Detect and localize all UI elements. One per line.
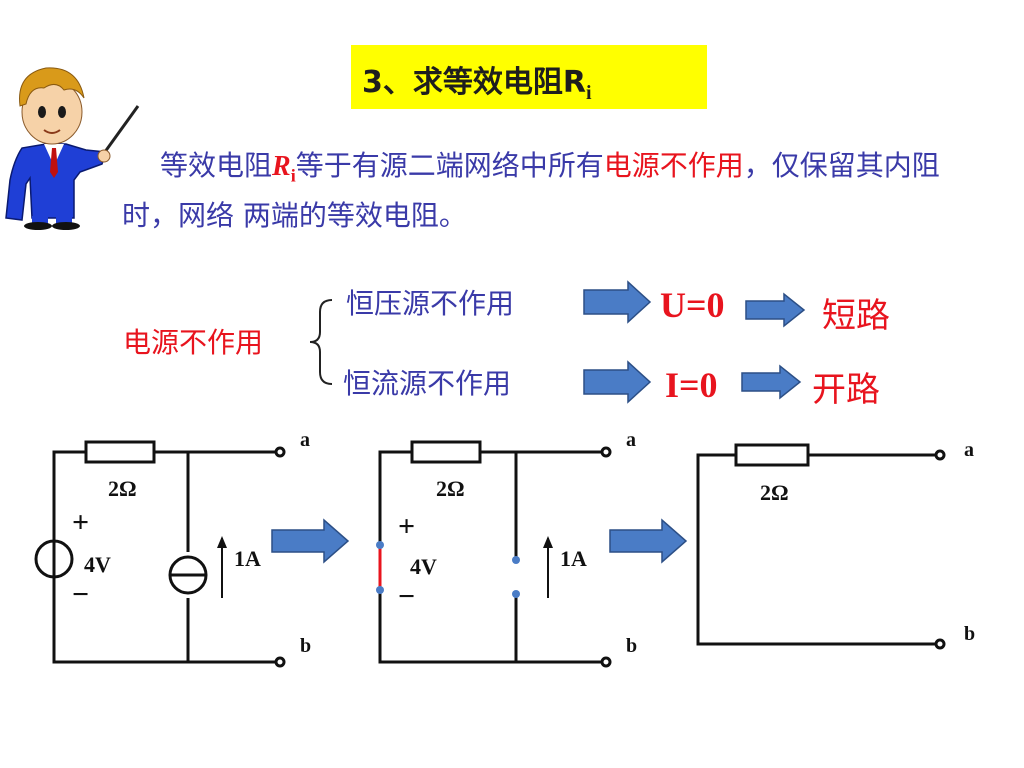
node-b-label: b — [300, 635, 311, 657]
resistor-label: 2Ω — [108, 476, 137, 501]
current-label: 1A — [234, 546, 261, 571]
voltage-label: 4V — [410, 554, 437, 579]
voltage-source-off-label: 恒压源不作用 — [346, 287, 515, 320]
minus-sign: − — [72, 578, 89, 611]
current-label: 1A — [560, 546, 587, 571]
circuit-equivalent — [696, 443, 946, 650]
block-arrow-right-icon — [583, 360, 652, 404]
circuit-sources-removed — [378, 440, 612, 668]
i-zero-label: I=0 — [665, 365, 718, 405]
plus-sign: + — [398, 510, 415, 543]
minus-sign: − — [398, 580, 415, 613]
block-arrow-right-icon — [741, 364, 802, 400]
short-node — [376, 586, 384, 594]
resistor-label: 2Ω — [436, 476, 465, 501]
short-circuit-label: 短路 — [822, 296, 890, 336]
source-off-label: 电源不作用 — [123, 326, 264, 359]
definition-paragraph: 等效电阻Ri等于有源二端网络中所有电源不作用，仅保留其内阻时，网络 两端的等效电… — [122, 149, 940, 232]
brace-icon — [309, 299, 333, 385]
node-b-label: b — [626, 635, 637, 657]
circuit-original — [34, 440, 286, 668]
open-circuit-label: 开路 — [812, 370, 880, 410]
node-b-label: b — [964, 623, 975, 645]
teacher-cartoon-icon — [5, 67, 140, 230]
circuit-diagrams: 2Ω + 4V − 1A a b 2Ω + 4V − 1A a b 2Ω a b — [34, 429, 975, 668]
open-node — [512, 590, 520, 598]
block-arrow-right-icon — [583, 280, 652, 324]
current-source-off-label: 恒流源不作用 — [343, 367, 512, 400]
plus-sign: + — [72, 506, 89, 539]
u-zero-label: U=0 — [660, 285, 725, 325]
voltage-label: 4V — [84, 552, 111, 577]
title-highlight-box — [351, 45, 707, 109]
node-a-label: a — [626, 429, 636, 451]
short-node — [376, 541, 384, 549]
node-a-label: a — [300, 429, 310, 451]
block-arrow-right-icon — [271, 518, 350, 564]
resistor-label: 2Ω — [760, 480, 789, 505]
highlight-text: 电源不作用 — [603, 149, 744, 182]
ri-symbol: Ri — [272, 151, 296, 186]
slide-title: 3、求等效电阻Ri — [362, 65, 592, 104]
block-arrow-right-icon — [745, 292, 806, 328]
block-arrow-right-icon — [609, 518, 688, 564]
node-a-label: a — [964, 439, 974, 461]
open-node — [512, 556, 520, 564]
